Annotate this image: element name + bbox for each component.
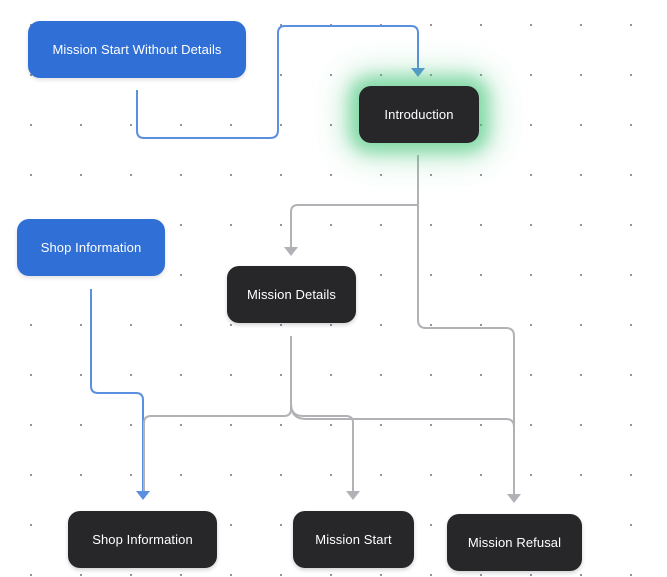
edge-shop-information-to-shop-information: [90, 289, 144, 491]
arrowhead-mission-details: [284, 247, 298, 256]
arrowhead-mission-refusal: [507, 494, 521, 503]
arrowhead-introduction: [411, 68, 425, 77]
arrowhead-mission-start: [346, 491, 360, 500]
node-label: Shop Information: [92, 532, 193, 547]
node-introduction[interactable]: Introduction: [359, 86, 479, 143]
node-label: Introduction: [384, 107, 454, 122]
node-label: Mission Start: [315, 532, 392, 547]
edge-mission-details-to-shop-information: [143, 336, 292, 491]
edge-mission-details-to-mission-start: [290, 403, 354, 491]
node-mission-details[interactable]: Mission Details: [227, 266, 356, 323]
node-mission-start[interactable]: Mission Start: [293, 511, 414, 568]
node-mission-refusal[interactable]: Mission Refusal: [447, 514, 582, 571]
arrowhead-shop-information-bottom: [136, 491, 150, 500]
node-shop-information-bottom[interactable]: Shop Information: [68, 511, 217, 568]
node-label: Mission Details: [247, 287, 336, 302]
node-label: Mission Refusal: [467, 535, 562, 550]
node-mission-start-without-details[interactable]: Mission Start Without Details: [28, 21, 246, 78]
node-label: Mission Start Without Details: [52, 42, 222, 57]
edge-mission-start-without-details-to-introduction: [136, 25, 419, 139]
edge-introduction-to-mission-details: [290, 155, 419, 247]
node-label: Shop Information: [40, 240, 142, 255]
edge-mission-details-to-mission-refusal: [290, 403, 515, 428]
edge-introduction-to-mission-refusal: [417, 205, 515, 494]
node-shop-information-top[interactable]: Shop Information: [17, 219, 165, 276]
